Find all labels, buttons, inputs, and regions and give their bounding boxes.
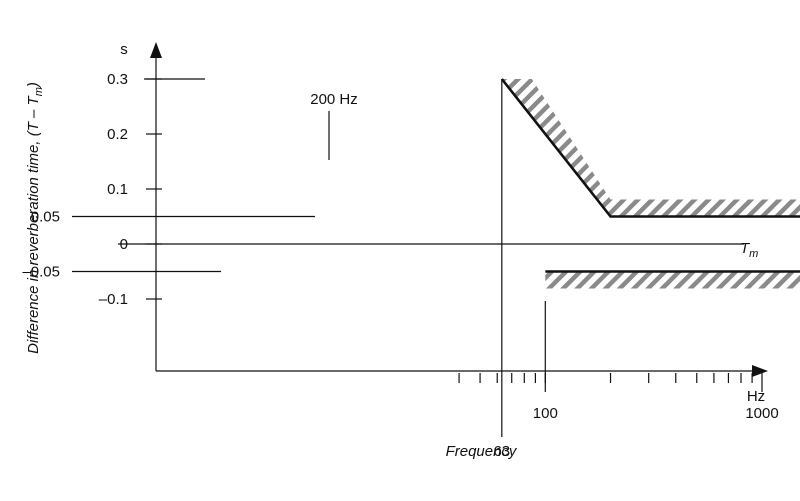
x-axis-arrow: [752, 365, 768, 377]
x-tick-label: 1000: [745, 405, 778, 422]
tm-label: Tm: [740, 240, 758, 260]
y-unit-label: s: [120, 41, 128, 58]
y-tick-label: 0: [120, 236, 128, 253]
x-axis-title: Frequency: [446, 443, 518, 460]
tolerance-limits: [500, 78, 800, 273]
y-tick-label: 0.2: [107, 126, 128, 143]
annotation-200hz: 200 Hz: [310, 91, 358, 108]
x-tick-label: 100: [533, 405, 558, 422]
y-axis-arrow: [150, 42, 162, 58]
y-tick-label: –0.1: [99, 291, 128, 308]
y-tick-label: 0.3: [107, 71, 128, 88]
tolerance-hatching: [501, 79, 800, 289]
lower-tolerance-band-main: [545, 271, 800, 289]
labels: 0.30.20.10.050–0.05–0.110010001000063400…: [22, 41, 778, 460]
y-tick-label: 0.1: [107, 181, 128, 198]
axes: [146, 42, 768, 383]
reference-lines: [72, 78, 763, 437]
y-tick-label: 0.05: [31, 209, 60, 226]
y-tick-label: –0.05: [22, 264, 60, 281]
y-axis-title: Difference in reverberation time, (T – T…: [25, 82, 45, 354]
x-unit-label: Hz: [747, 388, 765, 405]
upper-tolerance-band: [501, 79, 800, 217]
upper-limit-line: [500, 78, 800, 218]
lower-limit-line: [545, 270, 800, 273]
x-tick-label: 63: [493, 443, 510, 460]
